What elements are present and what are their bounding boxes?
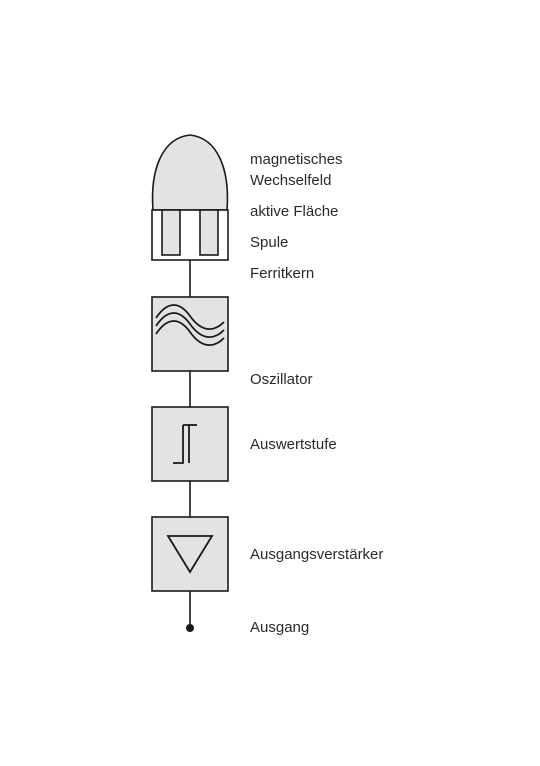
output-terminal-dot [186,624,194,632]
label-oscillator: Oszillator [250,371,313,388]
label-output-amplifier: Ausgangsverstärker [250,546,384,563]
label-coil: Spule [250,234,289,251]
hysteresis-icon [173,424,197,464]
magnetic-field-dome [151,134,229,211]
label-ferrite-core: Ferritkern [250,265,315,282]
evaluation-stage-block [151,406,229,482]
coil-left-winding [161,209,181,256]
output-amplifier-block [151,516,229,592]
sine-wave-icon [155,304,225,346]
oscillator-block [151,296,229,372]
coil-right-winding [199,209,219,256]
label-active-surface: aktive Fläche [250,203,339,220]
label-output: Ausgang [250,619,310,636]
label-evaluation-stage: Auswertstufe [250,436,337,453]
label-magnetic-field-line1: magnetisches [250,151,343,168]
label-magnetic-field-line2: Wechselfeld [250,172,332,189]
amplifier-triangle-icon [166,535,214,574]
